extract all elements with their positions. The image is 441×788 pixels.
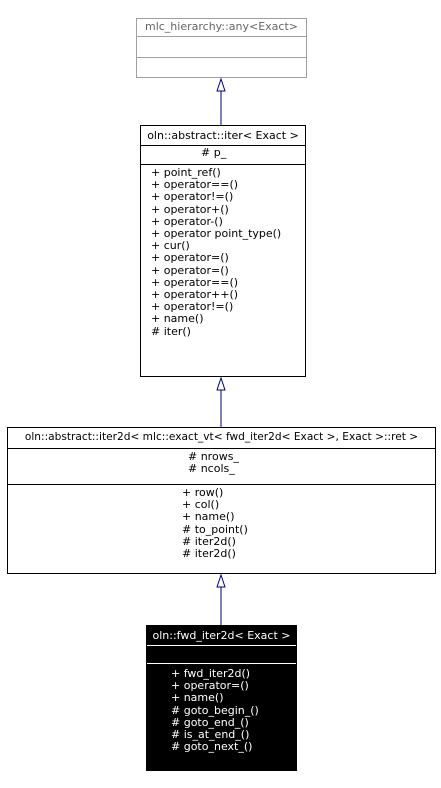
attribute-row: # ncols_ [188,462,235,476]
operation-row: + operator==() [151,178,239,192]
inheritance-arrowhead-any [216,77,226,92]
operation-row: # iter2d() [182,534,236,548]
class-title-fwd-iter2d: oln::fwd_iter2d< Exact > [152,629,291,642]
operation-row: + operator+() [151,202,229,216]
attributes-section-fwd-iter2d [147,645,296,663]
operation-row: + col() [182,498,220,512]
inheritance-arrowhead-iter [216,376,226,391]
attribute-row: # nrows_ [188,450,239,463]
attributes-section-iter: # p_ [141,145,305,164]
operation-row: # is_at_end_() [171,728,250,742]
operation-row: # iter() [151,324,191,338]
operation-row: + operator=() [151,251,229,265]
operations-section-fwd-iter2d: + fwd_iter2d() + operator=() + name() # … [147,663,296,755]
operation-row: # goto_end_() [171,715,249,729]
class-box-iter: oln::abstract::iter< Exact > # p_ + poin… [140,125,306,377]
operation-row: + operator-() [151,214,223,228]
operation-row: + operator!=() [151,300,234,314]
operation-row: # goto_next_() [171,740,253,754]
class-box-iter2d: oln::abstract::iter2d< mlc::exact_vt< fw… [7,427,436,574]
inheritance-arrowhead-iter2d [216,573,226,588]
operation-row: + name() [182,510,235,524]
class-title-iter: oln::abstract::iter< Exact > [147,129,299,142]
class-title-any: mlc_hierarchy::any<Exact> [144,20,299,33]
operation-row: + name() [171,691,224,705]
attributes-section-any [137,36,306,57]
class-box-any: mlc_hierarchy::any<Exact> [136,18,307,78]
operation-row: # to_point() [182,522,248,536]
operations-section-any [137,57,306,77]
operation-row: + operator==() [151,275,239,289]
operation-row: + name() [151,312,204,326]
operation-row: + operator++() [151,288,239,302]
operations-section-iter2d: + row() + col() + name() # to_point() # … [8,484,435,562]
class-box-fwd-iter2d: oln::fwd_iter2d< Exact > + fwd_iter2d() … [146,625,297,771]
operation-row: # goto_begin_() [171,703,259,717]
operation-row: + row() [182,486,224,499]
operation-row: + point_ref() [151,166,221,179]
operation-row: + fwd_iter2d() [171,667,251,680]
operation-row: + operator=() [171,679,249,693]
operation-row: + cur() [151,239,190,253]
attribute-row: # p_ [201,146,227,159]
operation-row: # iter2d() [182,547,236,561]
operation-row: + operator!=() [151,190,234,204]
operations-section-iter: + point_ref() + operator==() + operator!… [141,164,305,340]
operation-row: + operator=() [151,263,229,277]
operation-row: + operator point_type() [151,227,282,241]
class-title-iter2d: oln::abstract::iter2d< mlc::exact_vt< fw… [24,431,419,443]
attributes-section-iter2d: # nrows_ # ncols_ [8,448,435,484]
